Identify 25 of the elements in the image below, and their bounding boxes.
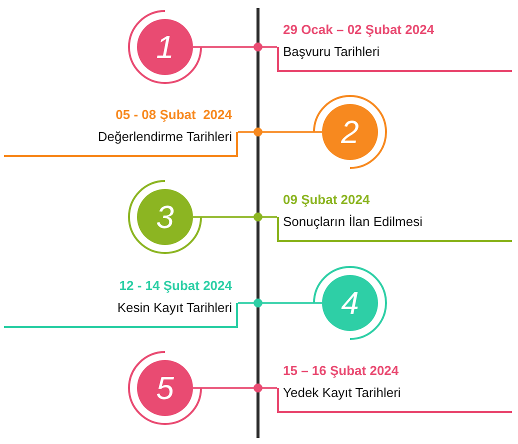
step-circle	[312, 265, 388, 341]
date-range: 12 - 14 Şubat 2024	[119, 277, 232, 294]
date-range: 15 – 16 Şubat 2024	[283, 362, 399, 379]
step-circle	[127, 179, 203, 255]
step-title: Kesin Kayıt Tarihleri	[117, 299, 232, 316]
date-range: 29 Ocak – 02 Şubat 2024	[283, 21, 434, 38]
connector-line	[193, 46, 277, 48]
step-title: Değerlendirme Tarihleri	[98, 128, 232, 145]
connector-line	[193, 387, 277, 389]
step-title: Yedek Kayıt Tarihleri	[283, 384, 401, 401]
connector-line	[238, 302, 322, 304]
step-circle	[127, 350, 203, 426]
step-number: 5	[156, 372, 174, 404]
date-range: 09 Şubat 2024	[283, 191, 370, 208]
step-title: Sonuçların İlan Edilmesi	[283, 213, 422, 230]
step-circle	[312, 94, 388, 170]
step-number: 3	[156, 201, 174, 233]
step-title: Başvuru Tarihleri	[283, 43, 380, 60]
step-number: 2	[341, 116, 359, 148]
step-circle	[127, 9, 203, 85]
step-number: 4	[341, 287, 359, 319]
step-number: 1	[156, 31, 174, 63]
date-range: 05 - 08 Şubat 2024	[116, 106, 232, 123]
connector-line	[238, 131, 322, 133]
connector-line	[193, 216, 277, 218]
